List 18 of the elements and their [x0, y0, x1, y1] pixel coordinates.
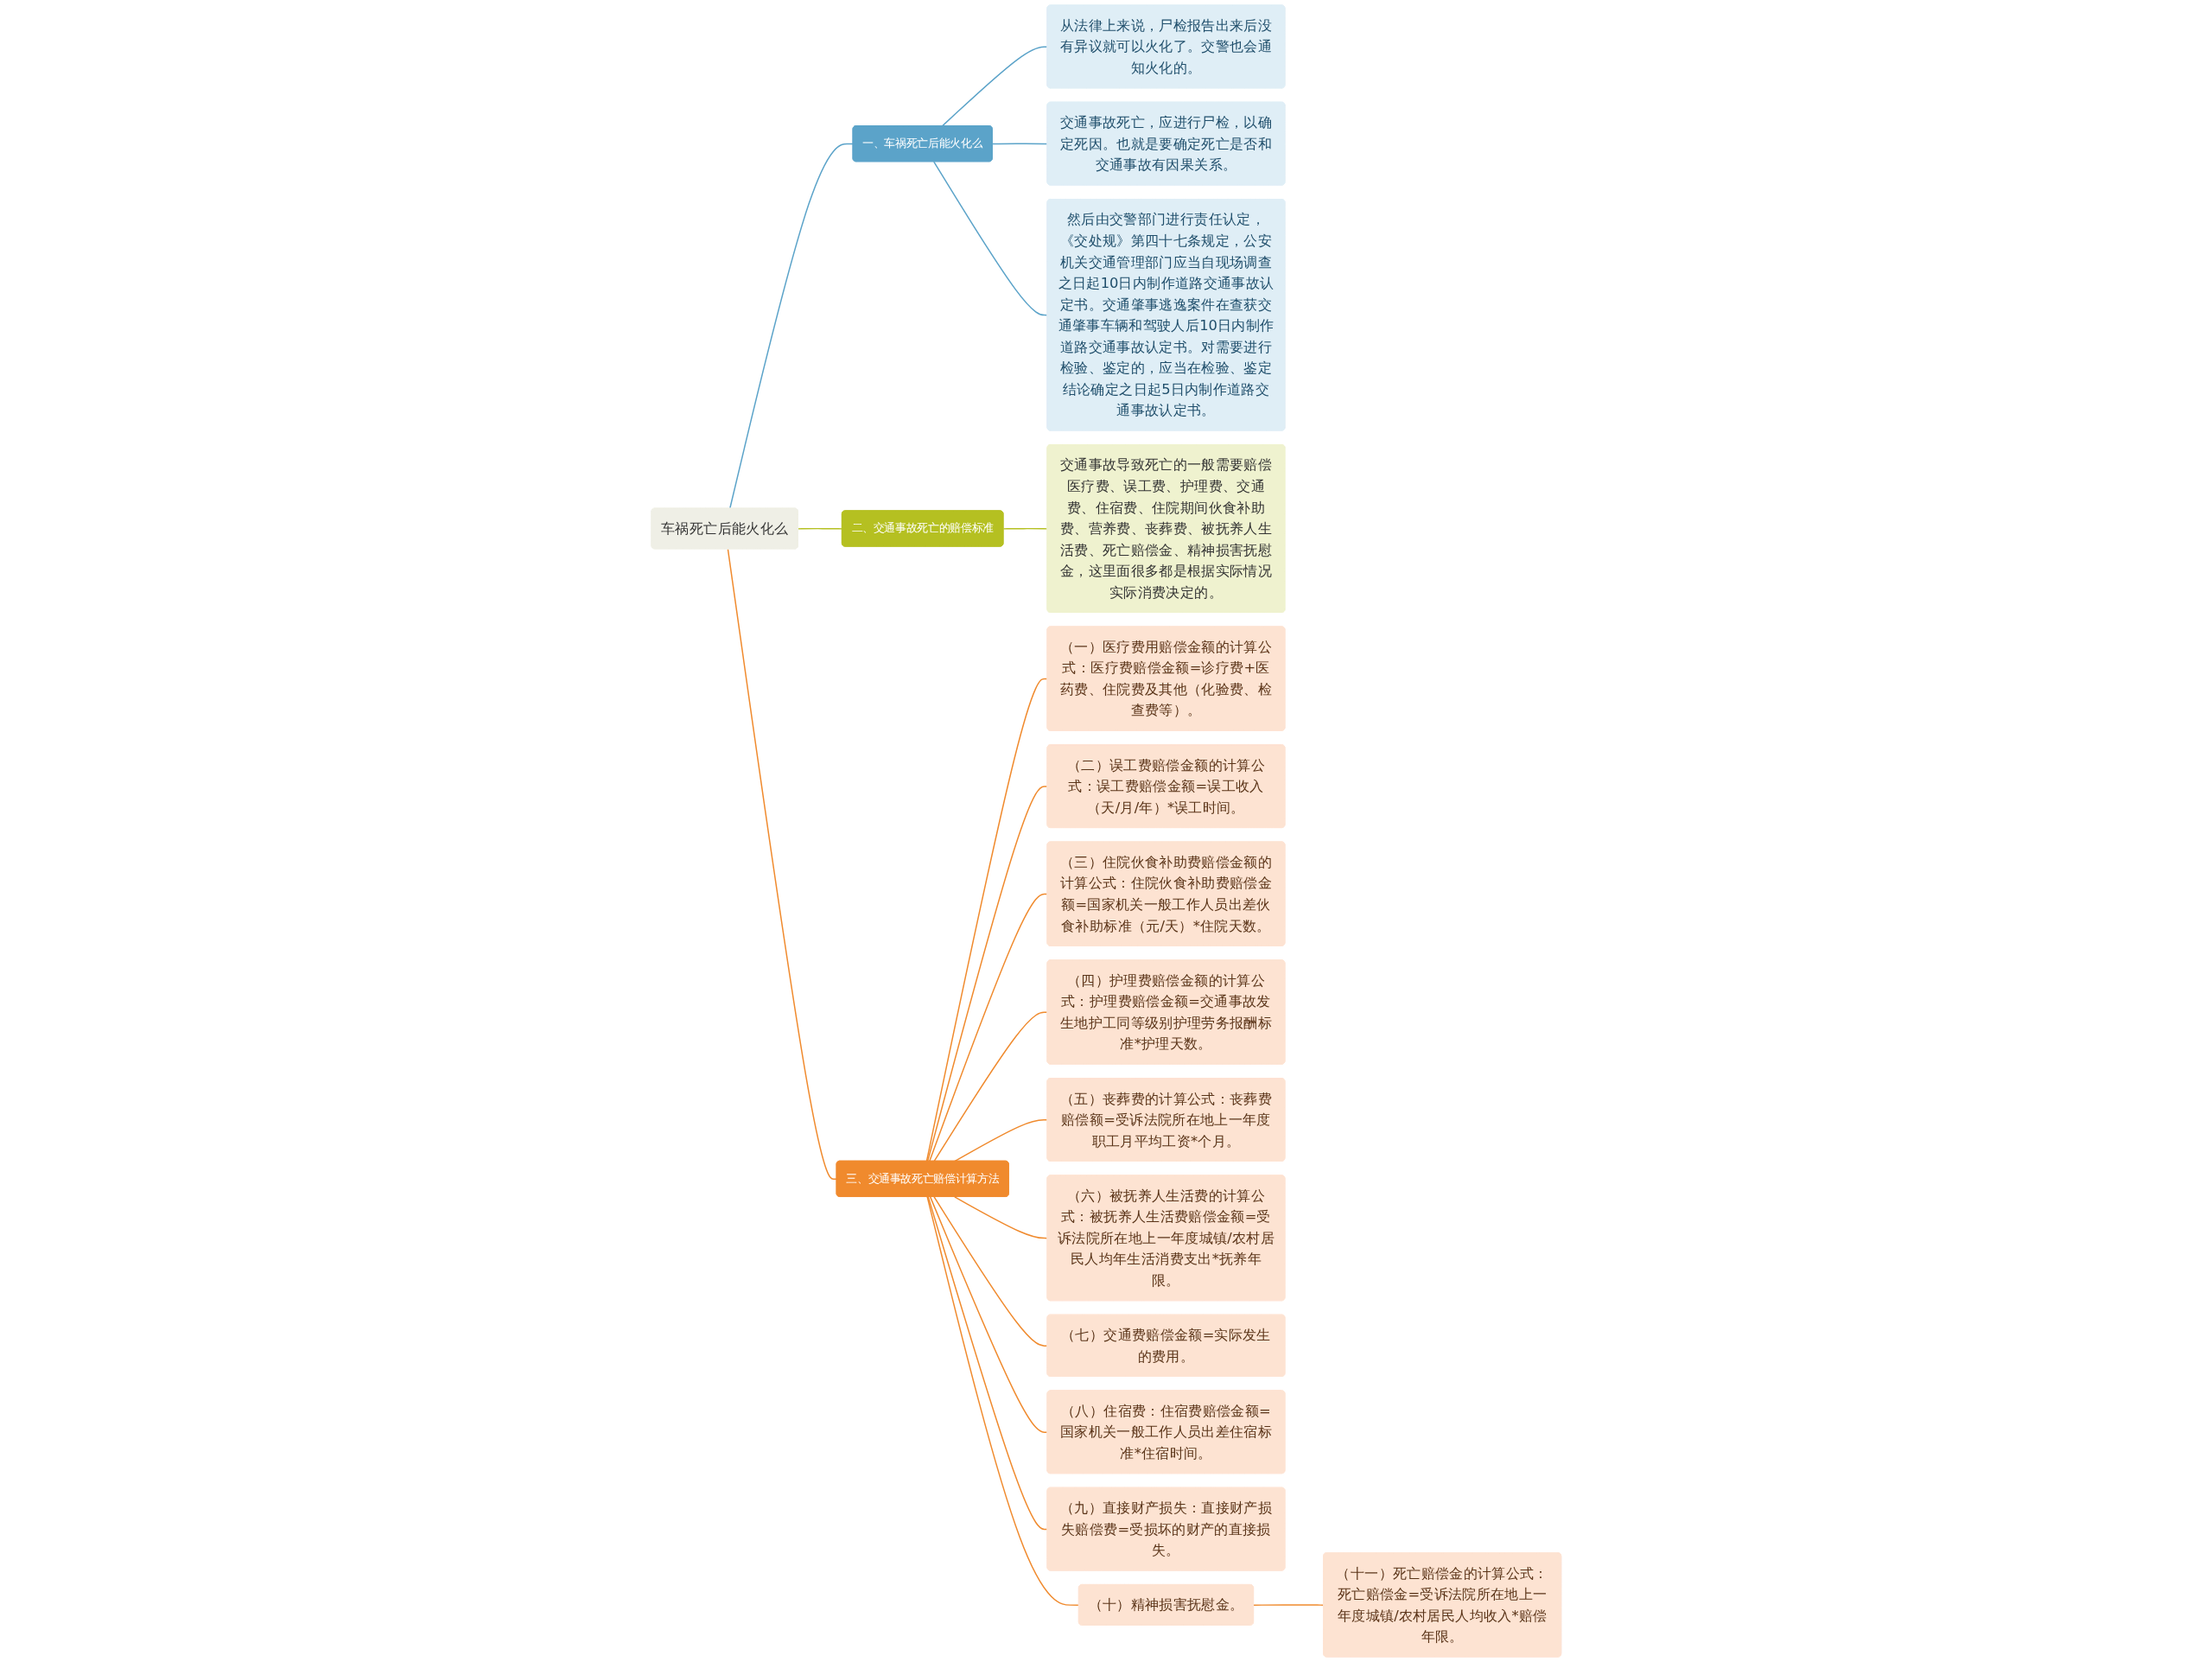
connector — [933, 1011, 1048, 1162]
connector — [953, 1119, 1048, 1162]
connector — [797, 527, 843, 530]
connector — [926, 786, 1048, 1162]
connector — [928, 893, 1048, 1162]
connector — [925, 678, 1048, 1162]
connector — [953, 1196, 1048, 1239]
connector — [728, 143, 854, 510]
connector — [932, 161, 1048, 316]
connector — [929, 1196, 1048, 1433]
connector — [933, 1196, 1048, 1347]
connector — [727, 548, 837, 1180]
connector — [927, 1196, 1048, 1531]
connector — [1252, 1604, 1325, 1606]
connector — [991, 143, 1048, 145]
connector — [926, 1196, 1080, 1606]
connector — [1002, 527, 1048, 530]
connector — [941, 46, 1048, 127]
